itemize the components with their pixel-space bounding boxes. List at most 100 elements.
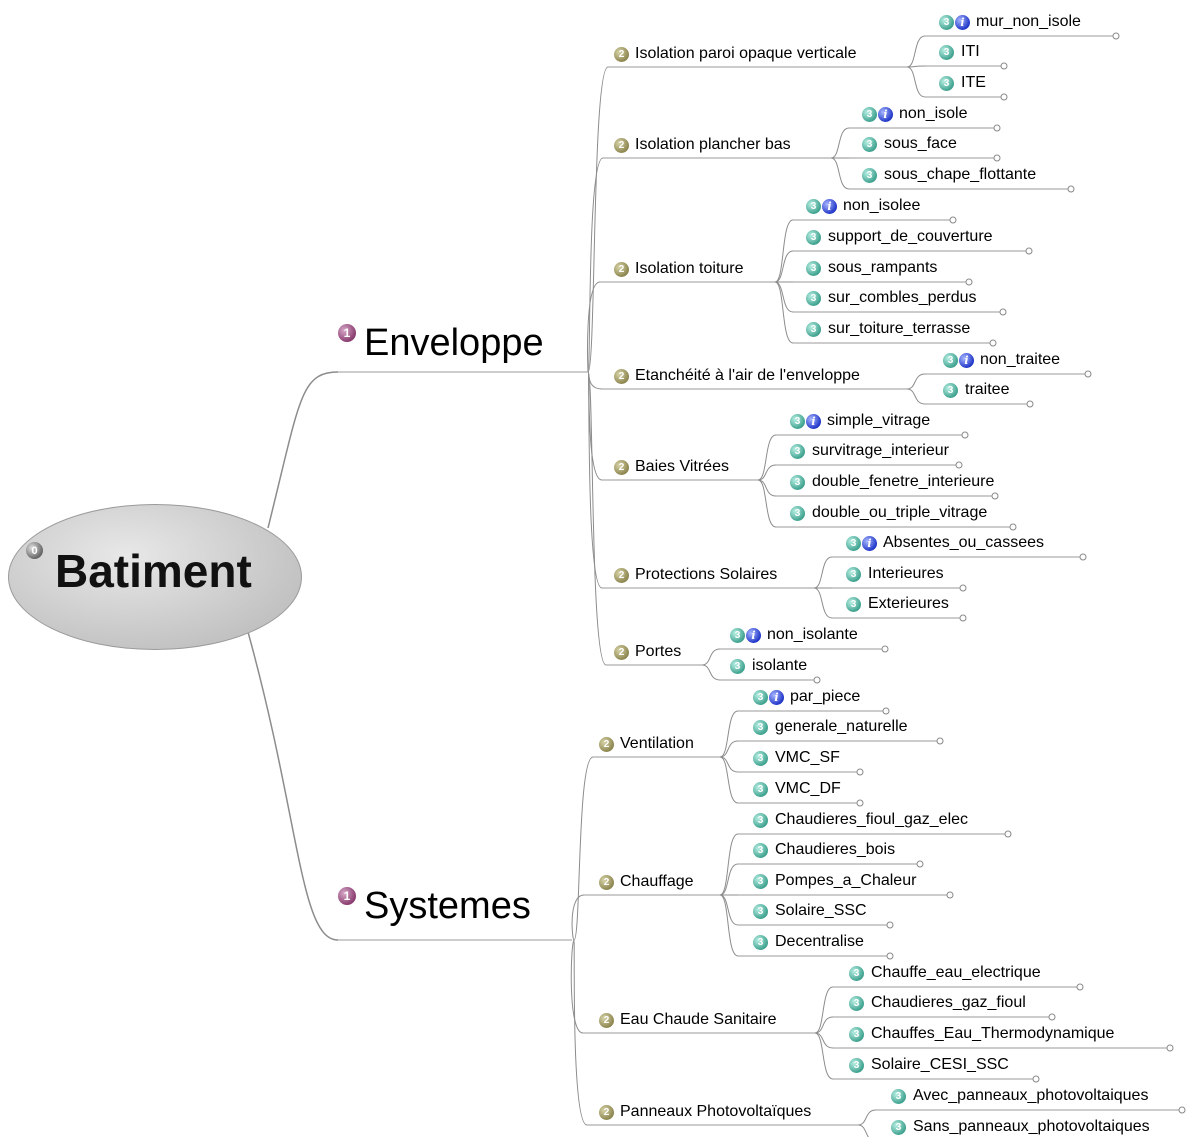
info-icon[interactable]: i xyxy=(769,689,784,705)
item-node-label: survitrage_interieur xyxy=(812,442,949,459)
info-icon[interactable]: i xyxy=(806,413,821,429)
collapse-handle-icon[interactable] xyxy=(1048,1013,1056,1021)
info-icon[interactable]: i xyxy=(862,535,877,551)
collapse-handle-icon[interactable] xyxy=(856,799,864,807)
collapse-handle-icon[interactable] xyxy=(989,339,997,347)
collapse-handle-icon[interactable] xyxy=(886,952,894,960)
info-icon[interactable]: i xyxy=(746,627,761,643)
collapse-handle-icon[interactable] xyxy=(1026,400,1034,408)
collapse-handle-icon[interactable] xyxy=(882,707,890,715)
collapse-handle-icon[interactable] xyxy=(959,584,967,592)
branch-node-label: Systemes xyxy=(364,885,531,927)
collapse-handle-icon[interactable] xyxy=(813,676,821,684)
collapse-handle-icon[interactable] xyxy=(999,308,1007,316)
collapse-handle-icon[interactable] xyxy=(991,492,999,500)
collapse-handle-icon[interactable] xyxy=(1112,32,1120,40)
collapse-handle-icon[interactable] xyxy=(916,860,924,868)
collapse-handle-icon[interactable] xyxy=(955,461,963,469)
branch-node-label: Enveloppe xyxy=(364,322,544,364)
collapse-handle-icon[interactable] xyxy=(961,431,969,439)
collapse-handle-icon[interactable] xyxy=(1000,93,1008,101)
root-node-label[interactable]: Batiment xyxy=(55,545,252,597)
root-node-bubble[interactable] xyxy=(8,504,302,650)
info-icon[interactable]: i xyxy=(878,106,893,122)
collapse-handle-icon[interactable] xyxy=(886,921,894,929)
collapse-handle-icon[interactable] xyxy=(965,278,973,286)
collapse-handle-icon[interactable] xyxy=(1076,983,1084,991)
info-icon[interactable]: i xyxy=(822,198,837,214)
collapse-handle-icon[interactable] xyxy=(949,216,957,224)
collapse-handle-icon[interactable] xyxy=(881,645,889,653)
collapse-handle-icon[interactable] xyxy=(1004,830,1012,838)
group-node-label: Etanchéité à l'air de l'enveloppe xyxy=(635,367,860,384)
collapse-handle-icon[interactable] xyxy=(946,891,954,899)
info-icon[interactable]: i xyxy=(959,352,974,368)
collapse-handle-icon[interactable] xyxy=(993,154,1001,162)
collapse-handle-icon[interactable] xyxy=(1084,370,1092,378)
collapse-handle-icon[interactable] xyxy=(1000,62,1008,70)
collapse-handle-icon[interactable] xyxy=(993,124,1001,132)
collapse-handle-icon[interactable] xyxy=(1067,185,1075,193)
info-icon[interactable]: i xyxy=(955,14,970,30)
collapse-handle-icon[interactable] xyxy=(1166,1044,1174,1052)
collapse-handle-icon[interactable] xyxy=(1009,523,1017,531)
collapse-handle-icon[interactable] xyxy=(1032,1075,1040,1083)
collapse-handle-icon[interactable] xyxy=(959,614,967,622)
collapse-handle-icon[interactable] xyxy=(1178,1106,1186,1114)
collapse-handle-icon[interactable] xyxy=(936,737,944,745)
collapse-handle-icon[interactable] xyxy=(856,768,864,776)
collapse-handle-icon[interactable] xyxy=(1079,553,1087,561)
collapse-handle-icon[interactable] xyxy=(1025,247,1033,255)
